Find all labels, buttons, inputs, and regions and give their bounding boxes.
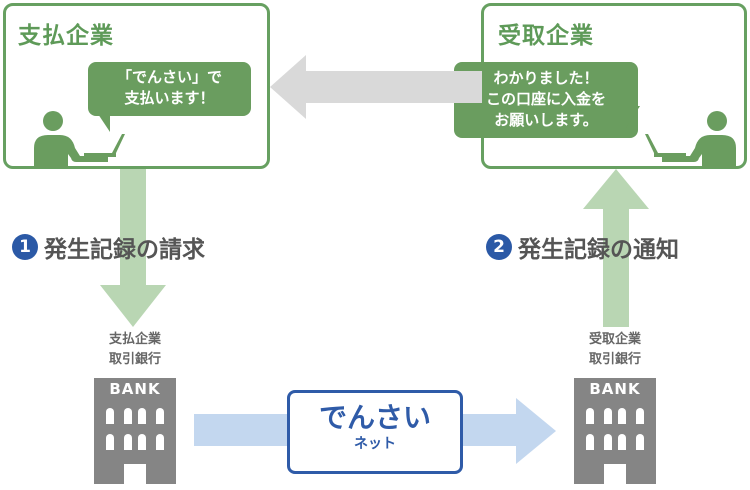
- payee-bubble-line-3: お願いします。: [494, 111, 598, 129]
- densai-net-name: でんさい: [318, 401, 431, 434]
- window: [156, 434, 164, 450]
- window: [124, 408, 132, 424]
- payer-bank-caption-line-1: 支払企業: [108, 332, 161, 347]
- payee-bank-caption-line-2: 取引銀行: [588, 352, 641, 367]
- payee-bank-caption-line-1: 受取企業: [588, 332, 641, 347]
- person-at-laptop-icon: [645, 111, 736, 168]
- door: [604, 464, 626, 484]
- step-2-number-badge: 2: [486, 234, 512, 260]
- densai-net-sub: ネット: [354, 436, 396, 452]
- window: [636, 408, 644, 424]
- payer-bank-caption-line-2: 取引銀行: [108, 352, 161, 367]
- window: [604, 434, 612, 450]
- payee-bubble-line-1: わかりました！: [493, 69, 599, 87]
- payer-bank-building-icon: BANK: [94, 378, 176, 484]
- payer-bank-sign: BANK: [109, 380, 161, 398]
- step-1-text: 発生記録の請求: [44, 237, 205, 263]
- window: [604, 408, 612, 424]
- green-down-arrow: [100, 169, 166, 327]
- step-1-label: 1 発生記録の請求: [12, 230, 205, 264]
- payer-bubble-line-1: 「でんさい」で: [116, 68, 222, 86]
- window: [156, 408, 164, 424]
- payer-bank-caption: 支払企業 取引銀行: [95, 330, 175, 370]
- payer-bubble-line-2: 支払います！: [124, 89, 215, 107]
- payee-company-box: 受取企業 わかりました！ この口座に入金を お願いします。: [454, 3, 747, 169]
- payee-company-title: 受取企業: [498, 23, 594, 49]
- step-1-number-badge: 1: [12, 234, 38, 260]
- payer-company-title: 支払企業: [18, 23, 114, 49]
- window: [106, 434, 114, 450]
- window: [124, 434, 132, 450]
- person-at-laptop-icon: [34, 111, 125, 168]
- window: [636, 434, 644, 450]
- payee-bank-sign: BANK: [589, 380, 641, 398]
- payee-bank-building-icon: BANK: [574, 378, 656, 484]
- densai-net-box: でんさい ネット: [287, 390, 463, 474]
- window: [618, 434, 626, 450]
- payer-company-box: 支払企業 「でんさい」で 支払います！: [3, 3, 270, 169]
- payee-speech-bubble: わかりました！ この口座に入金を お願いします。: [454, 62, 638, 138]
- payer-bubble-tail: [98, 114, 110, 132]
- door: [124, 464, 146, 484]
- payee-bubble-line-2: この口座に入金を: [485, 90, 606, 108]
- payee-bank-caption: 受取企業 取引銀行: [575, 330, 655, 370]
- window: [586, 408, 594, 424]
- step-2-label: 2 発生記録の通知: [486, 230, 679, 264]
- window: [138, 408, 146, 424]
- step-2-text: 発生記録の通知: [518, 237, 679, 263]
- payee-bubble-tail: [626, 106, 640, 128]
- gray-left-arrow: [270, 55, 482, 119]
- window: [106, 408, 114, 424]
- window: [586, 434, 594, 450]
- payer-speech-bubble: 「でんさい」で 支払います！: [88, 62, 251, 116]
- window: [618, 408, 626, 424]
- green-up-arrow: [583, 169, 649, 327]
- window: [138, 434, 146, 450]
